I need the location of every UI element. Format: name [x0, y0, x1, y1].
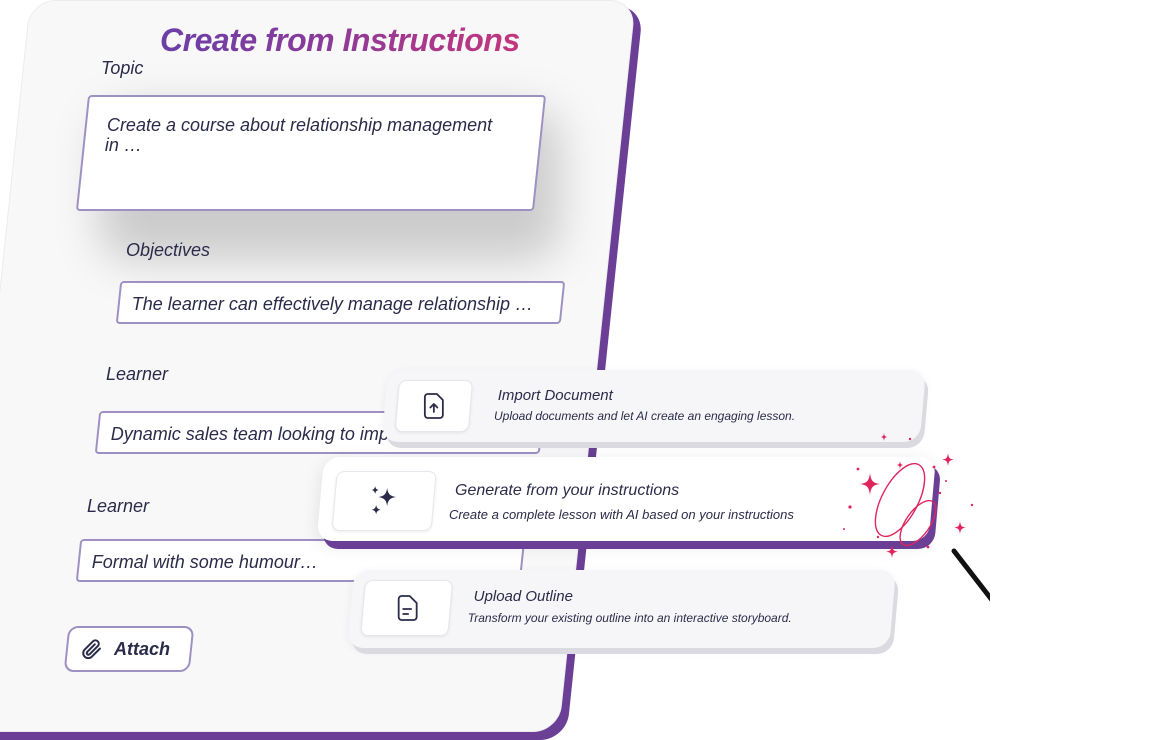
import-document-title: Import Document — [497, 387, 613, 404]
topic-textarea[interactable]: Create a course about relationship manag… — [75, 95, 547, 211]
topic-value-line-1: Create a course about relationship manag… — [106, 115, 493, 135]
outline-document-icon — [397, 595, 418, 621]
magic-wand-illustration — [843, 433, 990, 602]
objectives-field[interactable]: The learner can effectively manage relat… — [115, 281, 566, 324]
sparkle-swirls — [874, 462, 937, 547]
objectives-label: Objectives — [126, 240, 211, 260]
attach-label: Attach — [114, 638, 171, 659]
generate-subtitle: Create a complete lesson with AI based o… — [448, 507, 794, 522]
topic-label: Topic — [101, 58, 144, 78]
upload-outline-title: Upload Outline — [473, 588, 573, 605]
upload-outline-subtitle: Transform your existing outline into an … — [467, 611, 792, 625]
upload-outline-card[interactable]: Upload Outline Transform your existing o… — [347, 570, 896, 648]
generate-title: Generate from your instructions — [455, 482, 680, 499]
import-document-card[interactable]: Import Document Upload documents and let… — [381, 370, 926, 442]
import-document-subtitle: Upload documents and let AI create an en… — [493, 409, 796, 423]
learner-label-2: Learner — [87, 496, 150, 516]
document-upload-icon — [423, 393, 444, 419]
sparkles-icon — [371, 486, 397, 515]
paperclip-icon — [82, 639, 101, 660]
objectives-value: The learner can effectively manage relat… — [131, 294, 534, 314]
panel-title: Create from Instructions — [160, 22, 520, 58]
generate-from-instructions-card[interactable]: Generate from your instructions Create a… — [316, 457, 936, 541]
topic-value-line-2: in … — [104, 135, 142, 155]
attach-button[interactable]: Attach — [63, 626, 195, 672]
sparkle-stars — [843, 433, 974, 559]
learner-label-1: Learner — [106, 364, 169, 384]
magic-wand-icon — [951, 548, 990, 602]
